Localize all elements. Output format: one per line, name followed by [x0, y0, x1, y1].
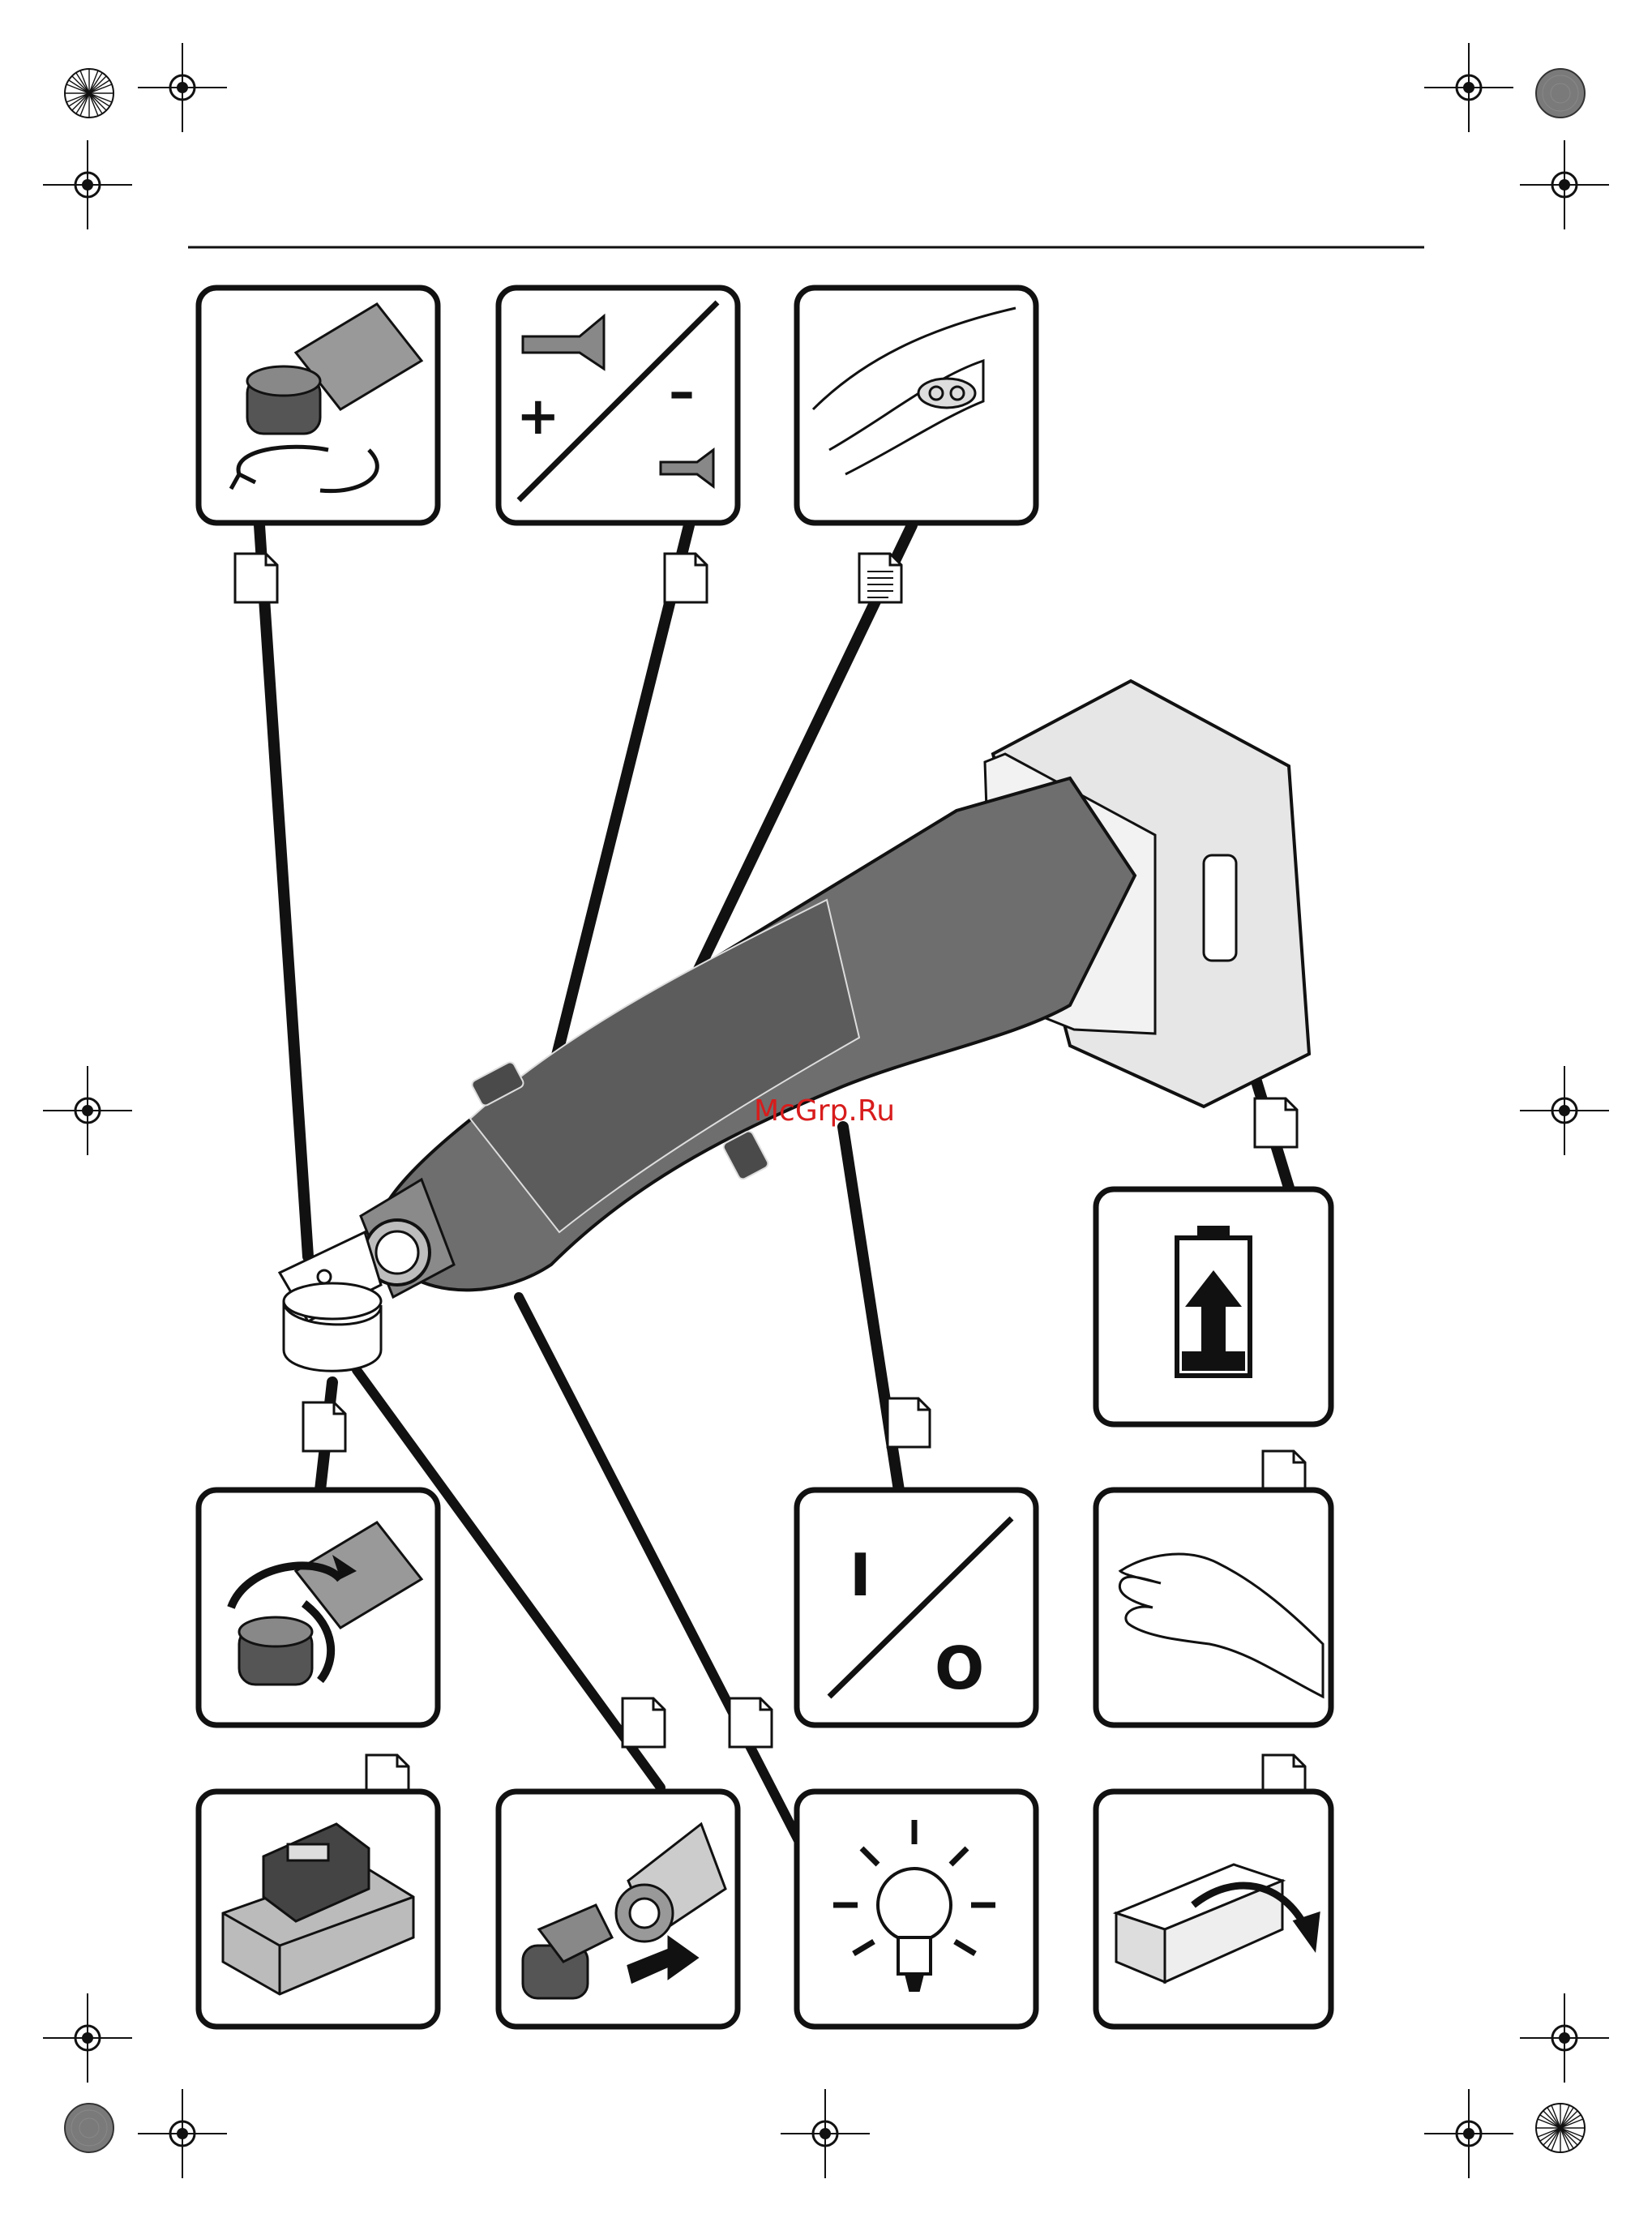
- registration-target-icon: [1520, 140, 1609, 229]
- color-wheel-icon: [65, 69, 113, 118]
- color-disc-icon: [1536, 69, 1585, 118]
- registration-target-icon: [43, 1993, 132, 2083]
- svg-text:I: I: [850, 1541, 871, 1609]
- registration-target-icon: [1520, 1066, 1609, 1155]
- watermark-text: McGrp.Ru: [754, 1094, 895, 1128]
- document-page-icon: [303, 1402, 345, 1451]
- panel-packaging: [1096, 1792, 1331, 2027]
- document-page-icon: [1255, 1098, 1297, 1147]
- document-page-icon: [623, 1698, 665, 1747]
- color-wheel-icon: [1536, 2104, 1585, 2152]
- svg-text:+: +: [516, 387, 560, 447]
- panel-attachment-release: [199, 1490, 438, 1725]
- panel-hand-handling: [1096, 1490, 1331, 1725]
- battery-charge-arrow-icon: [1177, 1226, 1250, 1376]
- panel-on-off: I O: [797, 1490, 1036, 1725]
- panel-attachment-mount: [499, 1792, 738, 2027]
- registration-target-icon: [43, 1066, 132, 1155]
- document-text-page-icon: [859, 554, 901, 602]
- document-page-icon: [888, 1398, 930, 1447]
- registration-target-icon: [138, 43, 227, 132]
- document-page-icon: [665, 554, 707, 602]
- panel-work-light: [797, 1792, 1036, 2027]
- panel-torque-adjust: + –: [499, 288, 738, 523]
- svg-text:O: O: [935, 1634, 984, 1702]
- document-page-icon: [235, 554, 277, 602]
- panel-switch-detail: [797, 288, 1036, 523]
- color-disc-icon: [65, 2104, 113, 2152]
- panel-battery-remove: [1096, 1189, 1331, 1424]
- document-page-icon: [730, 1698, 772, 1747]
- registration-target-icon: [43, 140, 132, 229]
- panel-attachment-rotate: [199, 288, 438, 523]
- registration-target-icon: [1424, 2089, 1513, 2178]
- registration-target-icon: [781, 2089, 870, 2178]
- registration-target-icon: [1520, 1993, 1609, 2083]
- svg-text:–: –: [669, 362, 695, 422]
- panel-charger: [199, 1792, 438, 2027]
- registration-target-icon: [1424, 43, 1513, 132]
- registration-target-icon: [138, 2089, 227, 2178]
